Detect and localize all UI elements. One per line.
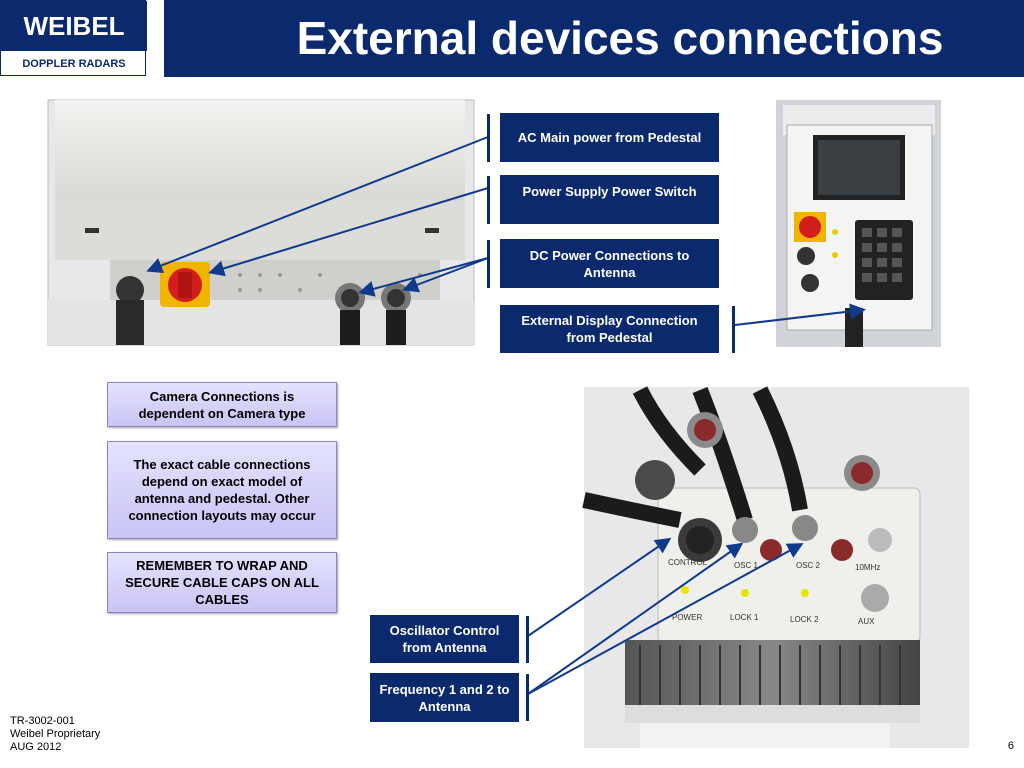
label-10mhz: 10MHz — [855, 563, 880, 572]
callout-external-display: External Display Connection from Pedesta… — [500, 305, 719, 353]
enclosure-photo — [47, 99, 475, 346]
footer-doc-id: TR-3002-001 — [10, 715, 75, 727]
callout-oscillator-control: Oscillator Control from Antenna — [370, 615, 519, 663]
logo-wordmark: WEIBEL — [1, 1, 147, 51]
page-title: External devices connections — [296, 12, 944, 64]
label-lock2: LOCK 2 — [790, 615, 819, 624]
header-bar — [164, 0, 1024, 76]
callout-power-switch: Power Supply Power Switch — [500, 175, 719, 224]
header-underline — [164, 74, 1024, 77]
footer-proprietary: Weibel Proprietary — [10, 728, 101, 740]
callout-ac-main-power: AC Main power from Pedestal — [500, 113, 719, 162]
label-osc2: OSC 2 — [796, 561, 821, 570]
callout-dc-power: DC Power Connections to Antenna — [500, 239, 719, 288]
bracket-display — [732, 306, 735, 353]
bracket-ac — [487, 114, 490, 162]
note-camera: Camera Connections is dependent on Camer… — [107, 382, 337, 427]
label-aux: AUX — [858, 617, 875, 626]
page-number: 6 — [1007, 740, 1014, 752]
logo-tagline: DOPPLER RADARS — [22, 58, 126, 70]
note-cable-connections: The exact cable connections depend on ex… — [107, 441, 337, 539]
weibel-logo: WEIBEL DOPPLER RADARS — [0, 0, 147, 76]
oscillator-labels: CONTROL OSC 1 OSC 2 10MHz POWER LOCK 1 L… — [668, 558, 880, 626]
note-remember-wrap: REMEMBER TO WRAP AND SECURE CABLE CAPS O… — [107, 552, 337, 613]
bracket-switch — [487, 176, 490, 224]
bracket-osc — [526, 616, 529, 663]
footer: TR-3002-001 Weibel Proprietary AUG 2012 — [10, 715, 100, 754]
oscillator-photo — [582, 386, 969, 748]
label-lock1: LOCK 1 — [730, 613, 759, 622]
label-control: CONTROL — [668, 558, 708, 567]
label-power: POWER — [672, 613, 702, 622]
bracket-freq — [526, 674, 529, 721]
callout-arrows — [146, 136, 866, 695]
footer-date: AUG 2012 — [10, 741, 62, 753]
bracket-dc — [487, 240, 490, 288]
label-osc1: OSC 1 — [734, 561, 759, 570]
callout-frequency: Frequency 1 and 2 to Antenna — [370, 673, 519, 722]
